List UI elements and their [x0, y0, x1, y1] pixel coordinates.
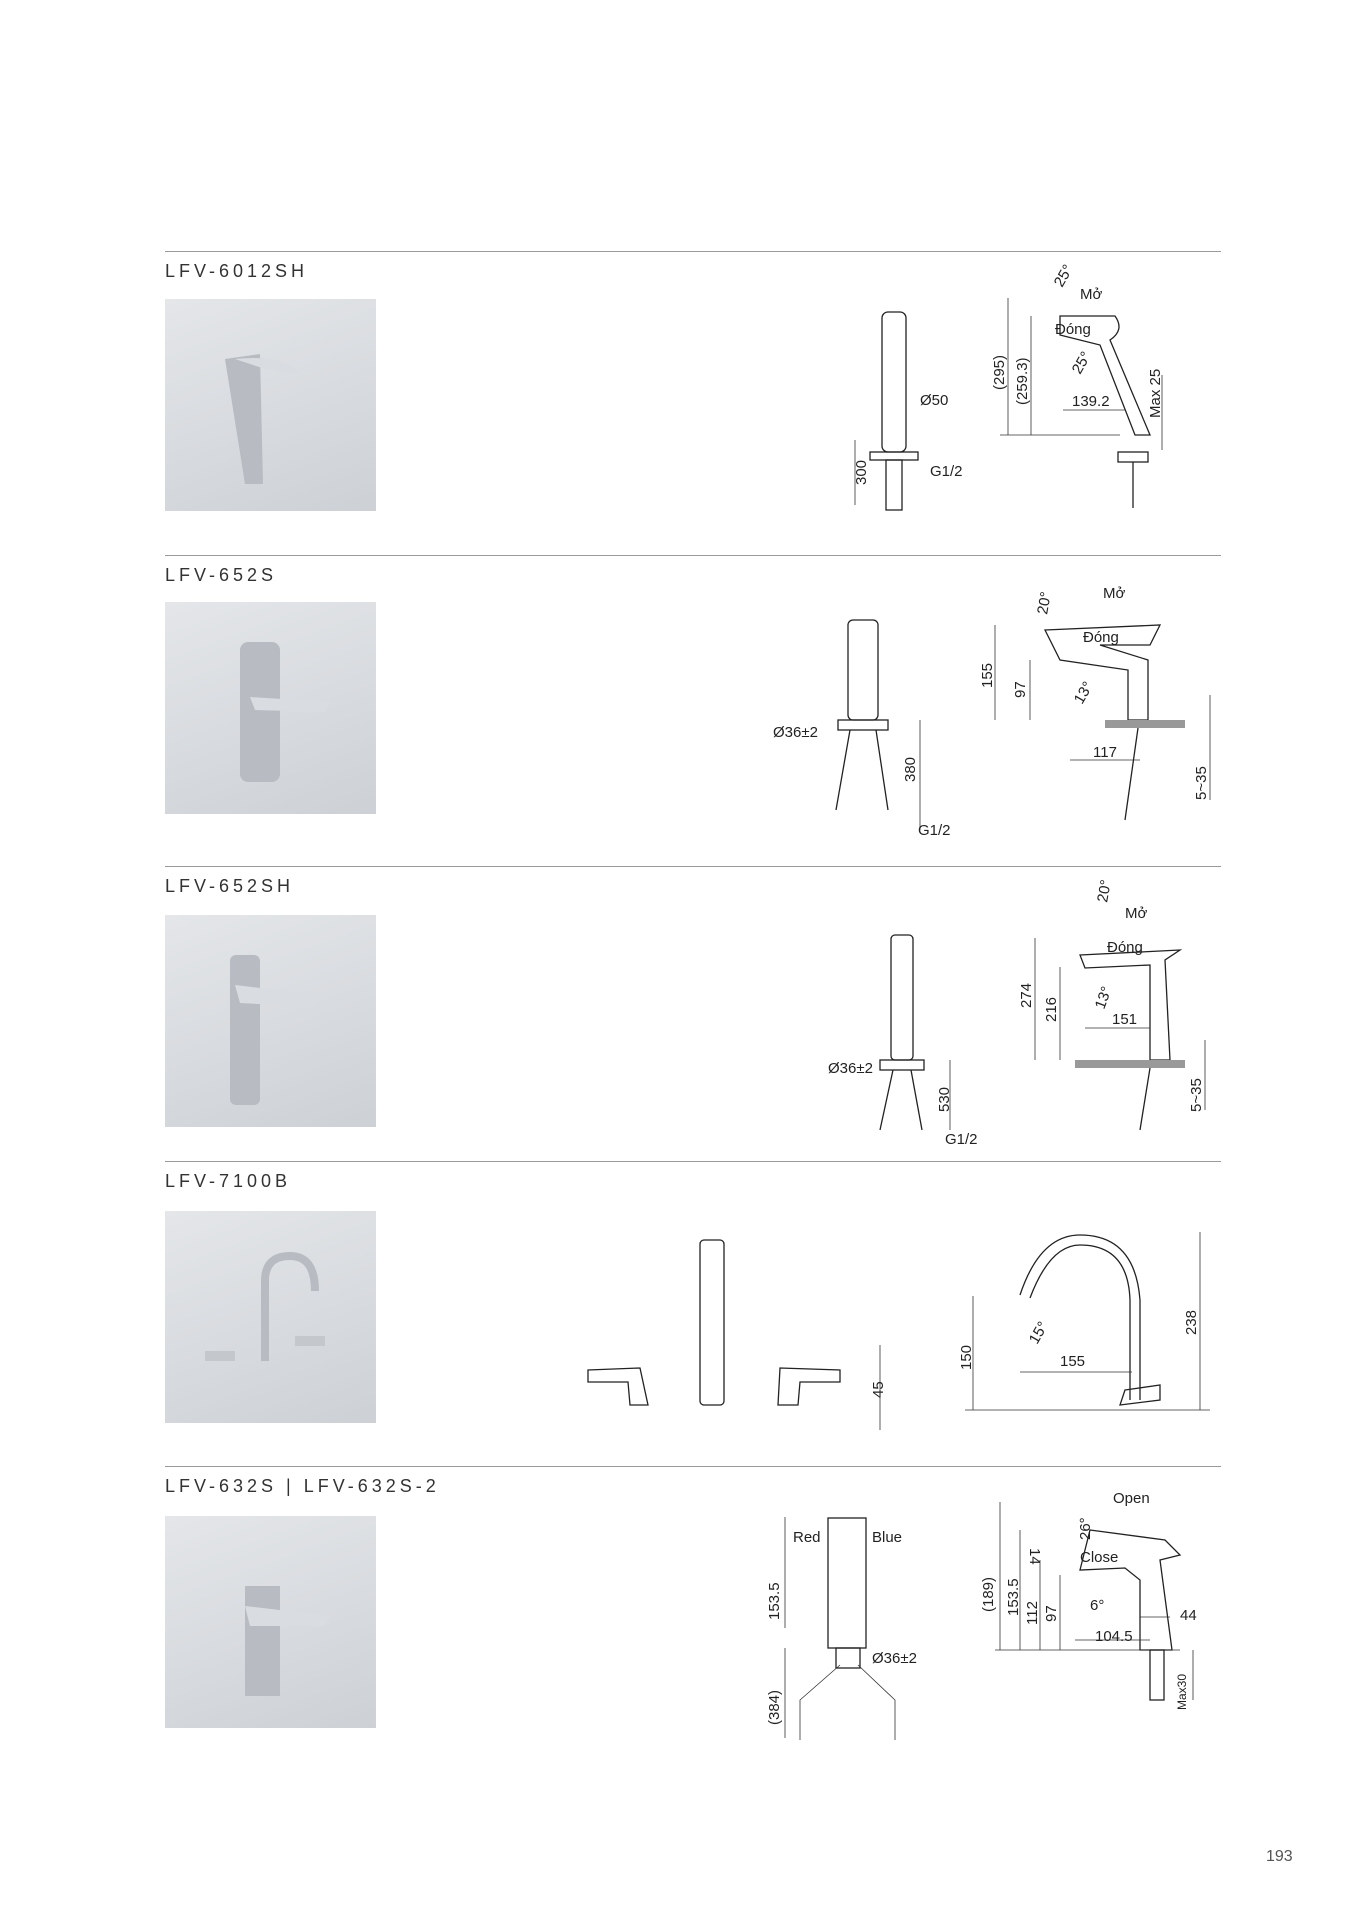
product-photo — [165, 1211, 376, 1423]
dim-label: 5~35 — [1188, 1078, 1205, 1112]
dim-label: (259.3) — [1014, 357, 1031, 405]
dim-label: 97 — [1043, 1605, 1060, 1622]
dim-label: 13° — [1071, 679, 1097, 707]
dim-label: Open — [1113, 1490, 1150, 1507]
dim-label: (384) — [766, 1690, 783, 1725]
product-photo — [165, 915, 376, 1127]
section-divider — [165, 555, 1221, 556]
dim-label: Ø36±2 — [872, 1650, 917, 1667]
dim-label: 380 — [902, 757, 919, 782]
product-code: LFV-632S | LFV-632S-2 — [165, 1476, 440, 1496]
product-photo — [165, 602, 376, 814]
dim-label: 20° — [1094, 878, 1115, 903]
dim-label: 13° — [1092, 984, 1116, 1011]
dim-label: 153.5 — [766, 1582, 783, 1620]
dim-label: 300 — [853, 460, 870, 485]
dim-label: 112 — [1024, 1601, 1041, 1625]
dim-label: 44 — [1180, 1607, 1197, 1624]
drawing-side-7100b — [965, 1232, 1210, 1411]
dim-label: 26° — [1077, 1517, 1094, 1540]
dim-label: 155 — [1060, 1353, 1085, 1370]
dim-label: 6° — [1090, 1597, 1104, 1614]
dim-label: 25° — [1069, 349, 1095, 377]
drawing-front-632s — [784, 1517, 896, 1740]
section-divider — [165, 251, 1221, 252]
dim-label: Close — [1080, 1549, 1118, 1566]
drawing-front-652s — [835, 619, 921, 830]
dim-label: 238 — [1183, 1310, 1200, 1335]
dim-label: 274 — [1018, 983, 1035, 1008]
drawing-side-632s — [995, 1502, 1194, 1701]
dim-label: 216 — [1043, 997, 1060, 1022]
dim-label: 97 — [1012, 681, 1029, 698]
dim-label: G1/2 — [945, 1131, 978, 1148]
dim-label: Mở — [1080, 286, 1102, 303]
section-divider — [165, 1466, 1221, 1467]
dim-label: Ø50 — [920, 392, 948, 409]
product-photo — [165, 299, 376, 511]
dim-label: 15° — [1026, 1319, 1052, 1347]
dim-label: G1/2 — [918, 822, 951, 839]
dim-label: 117 — [1093, 744, 1117, 761]
dim-label: 45 — [870, 1381, 887, 1398]
dim-label: 151 — [1112, 1011, 1137, 1028]
dim-label: (295) — [991, 355, 1008, 390]
dim-label: Đóng — [1107, 939, 1143, 956]
dim-label: (189) — [980, 1577, 997, 1612]
dim-label: 150 — [958, 1345, 975, 1370]
drawing-front-7100b — [587, 1239, 881, 1430]
dim-label: 153.5 — [1005, 1578, 1022, 1616]
product-code: LFV-6012SH — [165, 261, 309, 281]
dim-label: 530 — [936, 1087, 953, 1112]
section-divider — [165, 1161, 1221, 1162]
drawing-side-652sh — [1034, 938, 1206, 1131]
section-divider — [165, 866, 1221, 867]
product-code: LFV-652SH — [165, 876, 295, 896]
product-code: LFV-7100B — [165, 1171, 292, 1191]
page-number: 193 — [1266, 1848, 1293, 1865]
dim-label: 20° — [1034, 590, 1055, 615]
dim-label: Đóng — [1083, 629, 1119, 646]
drawing-front-652sh — [879, 934, 951, 1131]
dim-label: 139.2 — [1072, 393, 1110, 410]
dim-label: Mở — [1125, 905, 1147, 922]
drawing-side-6012sh — [1000, 298, 1163, 508]
product-code: LFV-652S — [165, 565, 278, 585]
dim-label: Mở — [1103, 585, 1125, 602]
dim-label: Đóng — [1055, 321, 1091, 338]
dim-label: 155 — [979, 663, 996, 688]
dim-label: Max30 — [1175, 1674, 1189, 1710]
dim-label: 14 — [1026, 1548, 1043, 1565]
dim-label: Blue — [872, 1529, 902, 1546]
dim-label: Ø36±2 — [828, 1060, 873, 1077]
dim-label: 25° — [1051, 262, 1077, 290]
product-photo — [165, 1516, 376, 1728]
dim-label: Ø36±2 — [773, 724, 818, 741]
drawing-side-652s — [994, 624, 1211, 821]
dim-label: 5~35 — [1193, 766, 1210, 800]
dim-label: Max 25 — [1147, 369, 1164, 418]
drawing-front-6012sh — [854, 311, 919, 511]
dim-label: 104.5 — [1095, 1628, 1133, 1645]
dim-label: G1/2 — [930, 463, 963, 480]
dim-label: Red — [793, 1529, 821, 1546]
